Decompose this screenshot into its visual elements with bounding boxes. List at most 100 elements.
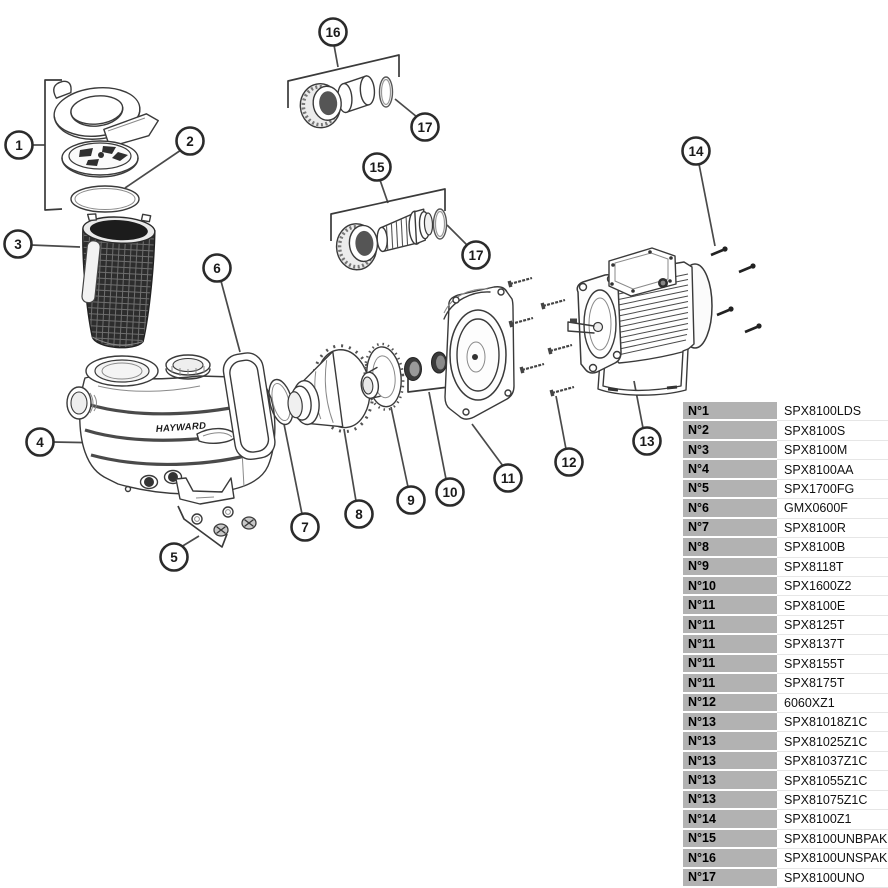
svg-text:10: 10 xyxy=(442,485,457,500)
part-ref-cell: N°13 xyxy=(683,732,777,752)
callout-10: 10 xyxy=(435,477,465,507)
part-number-cell: SPX8137T xyxy=(777,635,888,655)
part-ref-cell: N°13 xyxy=(683,751,777,772)
part-ref-cell: N°4 xyxy=(683,460,777,480)
cover-oring xyxy=(70,185,140,213)
svg-text:11: 11 xyxy=(501,471,516,486)
svg-text:6: 6 xyxy=(213,261,221,276)
leader-lines xyxy=(30,44,716,548)
motor xyxy=(567,247,713,396)
part-number-cell: SPX8100UNSPAK xyxy=(777,849,888,869)
callout-3: 3 xyxy=(3,229,33,259)
callout-17-mid: 17 xyxy=(461,240,491,270)
callout-7: 7 xyxy=(290,512,320,542)
part-ref-cell: N°2 xyxy=(683,421,777,441)
strainer-cover-lid xyxy=(61,140,139,178)
part-ref-cell: N°13 xyxy=(683,771,777,791)
svg-text:3: 3 xyxy=(14,237,22,252)
part-ref-cell: N°14 xyxy=(683,810,777,830)
part-number-cell: SPX8175T xyxy=(777,674,888,694)
part-ref-cell: N°6 xyxy=(683,499,777,519)
part-number-cell: SPX8100UNO xyxy=(777,868,888,888)
svg-text:17: 17 xyxy=(417,120,432,135)
screw xyxy=(716,306,734,317)
bolt xyxy=(547,343,573,355)
callout-6: 6 xyxy=(202,253,232,283)
part-number-cell: SPX8100Z1 xyxy=(777,810,888,830)
part-ref-cell: N°8 xyxy=(683,538,777,558)
callout-1: 1 xyxy=(4,130,34,160)
callout-4: 4 xyxy=(25,427,55,457)
part-number-cell: SPX8100LDS xyxy=(777,402,888,422)
callout-2: 2 xyxy=(175,126,205,156)
svg-text:1: 1 xyxy=(15,138,23,153)
part-number-cell: SPX8100S xyxy=(777,421,888,441)
part-ref-cell: N°12 xyxy=(683,693,777,713)
svg-text:12: 12 xyxy=(561,455,576,470)
bolt xyxy=(508,316,534,328)
part-number-cell: SPX1700FG xyxy=(777,479,888,500)
bolt xyxy=(519,362,545,374)
part-number-cell: 6060XZ1 xyxy=(777,693,888,713)
strainer-basket xyxy=(81,213,156,349)
part-ref-cell: N°11 xyxy=(683,674,777,694)
part-ref-cell: N°13 xyxy=(683,790,777,811)
bolt xyxy=(507,276,533,288)
svg-text:16: 16 xyxy=(325,25,341,40)
brand-label: HAYWARD xyxy=(155,420,206,434)
part-ref-cell: N°1 xyxy=(683,402,777,422)
part-ref-cell: N°15 xyxy=(683,829,777,850)
part-number-cell: SPX81025Z1C xyxy=(777,732,888,752)
shaft-seal-assembly xyxy=(404,351,447,381)
part-number-cell: SPX8100E xyxy=(777,596,888,616)
screw xyxy=(710,246,728,257)
union-assembly-smooth xyxy=(299,75,376,129)
part-ref-cell: N°9 xyxy=(683,557,777,577)
part-number-cell: SPX1600Z2 xyxy=(777,576,888,597)
svg-text:4: 4 xyxy=(36,435,44,450)
svg-text:7: 7 xyxy=(301,520,309,535)
svg-text:13: 13 xyxy=(639,434,655,449)
callout-11: 11 xyxy=(493,463,523,493)
motor-screws xyxy=(710,246,762,334)
callout-17-top: 17 xyxy=(410,112,440,142)
housing-gasket xyxy=(222,352,276,461)
part-ref-cell: N°5 xyxy=(683,479,777,500)
part-ref-cell: N°11 xyxy=(683,615,777,636)
svg-text:17: 17 xyxy=(468,248,483,263)
part-number-cell: SPX8100M xyxy=(777,440,888,461)
screw xyxy=(738,263,756,274)
callout-9: 9 xyxy=(396,485,426,515)
part-ref-cell: N°16 xyxy=(683,849,777,869)
callout-8: 8 xyxy=(344,499,374,529)
bolt xyxy=(540,298,566,310)
motor-bolts xyxy=(507,276,575,397)
svg-text:2: 2 xyxy=(186,134,194,149)
part-number-cell: SPX8100UNBPAK xyxy=(777,829,888,850)
part-ref-cell: N°17 xyxy=(683,868,777,888)
svg-text:15: 15 xyxy=(369,160,385,175)
callout-13: 13 xyxy=(632,426,662,456)
part-number-cell: SPX8100AA xyxy=(777,460,888,480)
